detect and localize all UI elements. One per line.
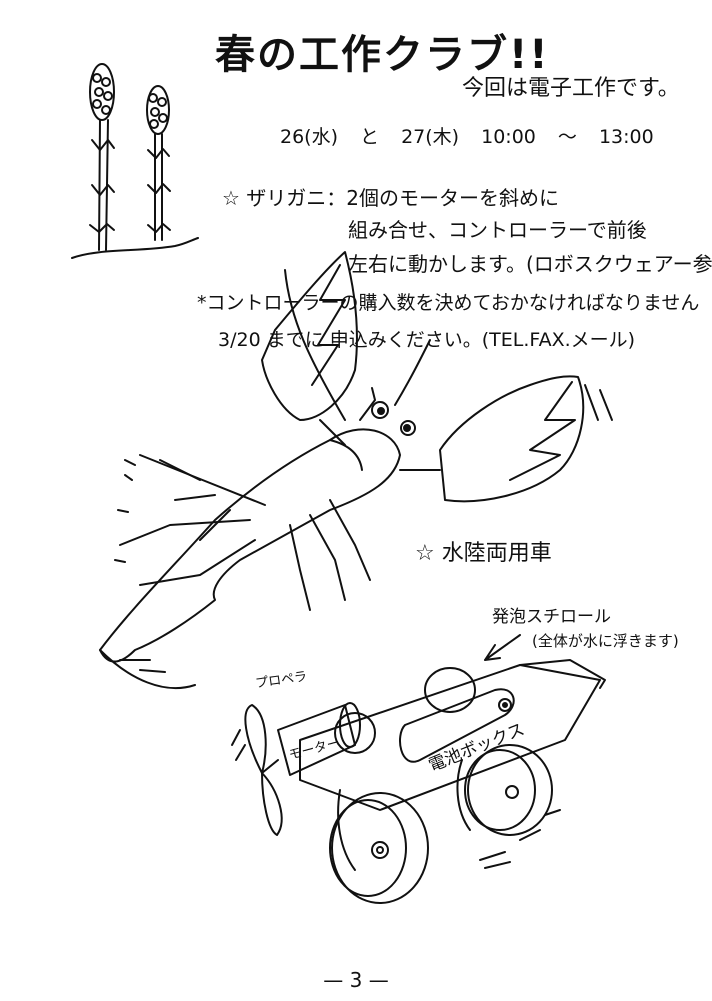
crayfish-illustration xyxy=(99,251,613,690)
note-line-2: 3/20 までに 申込みください。(TEL.FAX.メール) xyxy=(218,329,636,351)
description-line-1: ☆ ザリガニ：2個のモーターを斜めに xyxy=(222,186,560,210)
amphibious-vehicle-illustration xyxy=(231,634,606,904)
page-subtitle: 今回は電子工作です。 xyxy=(462,76,680,101)
page-number: — 3 — xyxy=(323,968,389,992)
note-line-1: *コントローラーの購入数を決めておかなければなりません xyxy=(197,292,700,314)
page-title: 春の工作クラブ!! xyxy=(215,32,550,78)
amphibious-vehicle-label: ☆ 水陸両用車 xyxy=(415,541,552,566)
styrofoam-note: (全体が水に浮きます) xyxy=(532,632,679,650)
description-line-3: 左右に動かします。(ロボスクウェアー参考) xyxy=(348,252,712,276)
schedule-text: 26(水) と 27(木) 10:00 〜 13:00 xyxy=(280,126,654,148)
horsetail-plants-illustration xyxy=(71,63,199,259)
styrofoam-label: 発泡スチロール xyxy=(492,607,611,627)
description-line-2: 組み合せ、コントローラーで前後 xyxy=(348,218,647,242)
